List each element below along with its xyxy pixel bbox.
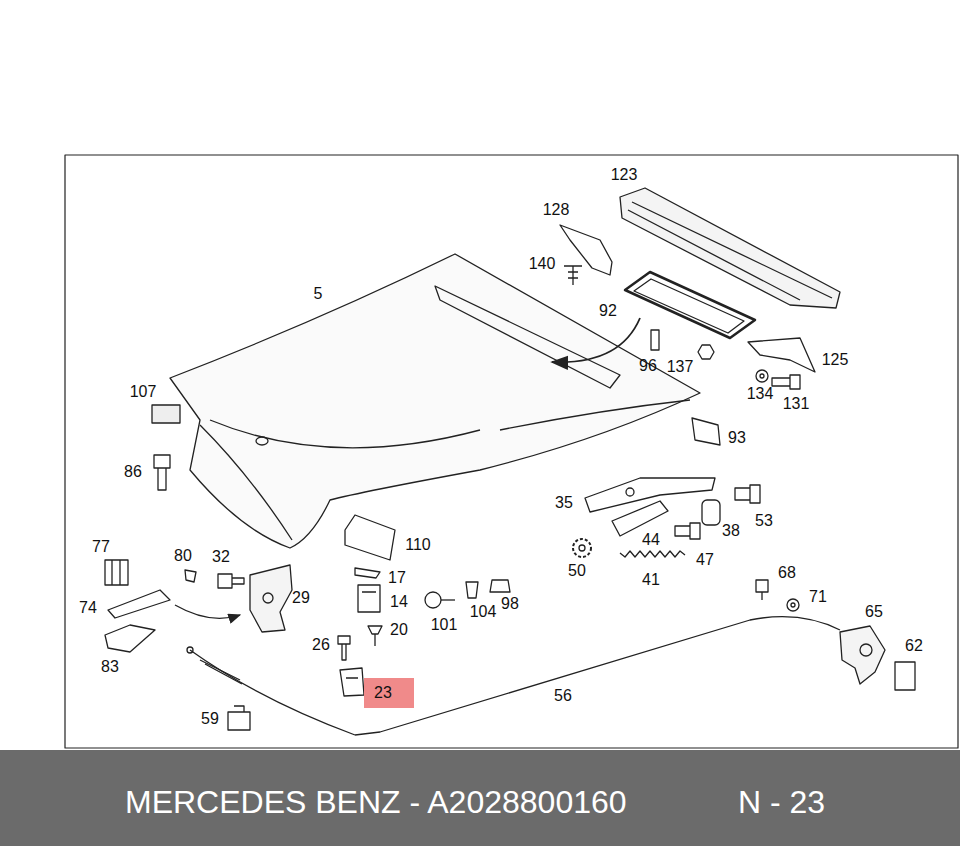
callout-number: 20 — [390, 620, 408, 640]
callout-number: 101 — [431, 615, 458, 635]
callout-number: 32 — [212, 547, 230, 567]
callout-number: 71 — [809, 587, 827, 607]
callout-number: 96 — [639, 356, 657, 376]
callout-number: 5 — [314, 284, 323, 304]
callout-number: 125 — [822, 350, 849, 370]
callout-number: 50 — [568, 561, 586, 581]
callout-number: 44 — [642, 530, 660, 550]
footer-text: MERCEDES BENZ - A2028800160 — [125, 782, 627, 822]
callout-number: 80 — [174, 546, 192, 566]
callout-number: 68 — [778, 563, 796, 583]
footer-text: N - 23 — [738, 782, 825, 822]
callout-number: 23 — [364, 678, 414, 708]
callout-number: 59 — [201, 709, 219, 729]
callout-number: 26 — [312, 635, 330, 655]
callout-number: 47 — [696, 550, 714, 570]
callout-number: 35 — [555, 493, 573, 513]
callout-number: 65 — [865, 602, 883, 622]
highlight-box: 23 — [364, 678, 414, 708]
callout-number: 53 — [755, 511, 773, 531]
callout-number: 134 — [747, 384, 774, 404]
callout-number: 137 — [667, 357, 694, 377]
callout-number: 74 — [79, 598, 97, 618]
callout-number: 123 — [611, 165, 638, 185]
callout-number: 92 — [599, 301, 617, 321]
callout-number: 104 — [470, 602, 497, 622]
callout-number: 17 — [388, 568, 406, 588]
callout-number: 140 — [529, 254, 556, 274]
callout-number: 83 — [101, 657, 119, 677]
callout-number: 77 — [92, 537, 110, 557]
callout-number: 86 — [124, 462, 142, 482]
callout-number: 93 — [728, 428, 746, 448]
callout-number: 62 — [905, 636, 923, 656]
callout-number: 131 — [783, 394, 810, 414]
callout-number: 110 — [405, 535, 431, 555]
callout-number: 107 — [130, 382, 157, 402]
callout-number: 29 — [292, 588, 310, 608]
callout-number: 38 — [722, 521, 740, 541]
callout-number: 14 — [390, 592, 408, 612]
callout-number: 56 — [554, 686, 572, 706]
callout-number: 128 — [543, 200, 570, 220]
callout-number: 98 — [501, 594, 519, 614]
footer-band: MERCEDES BENZ - A2028800160 N - 23 — [0, 750, 960, 846]
callout-number: 41 — [642, 570, 660, 590]
